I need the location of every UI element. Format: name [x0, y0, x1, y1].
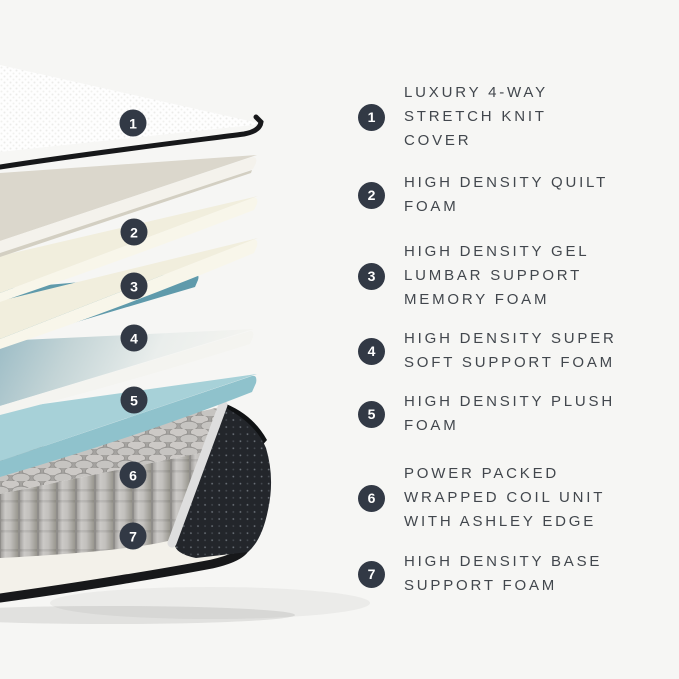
- plush-foam-front-face: [0, 375, 257, 477]
- legend-label-2: HIGH DENSITY QUILT FOAM: [404, 171, 608, 219]
- legend-badge-number: 1: [367, 109, 376, 125]
- legend-item-3: 3 HIGH DENSITY GEL LUMBAR SUPPORT MEMORY…: [358, 240, 671, 312]
- legend-item-4: 4 HIGH DENSITY SUPER SOFT SUPPORT FOAM: [358, 327, 671, 375]
- layer-badge-5: 5: [120, 386, 148, 414]
- legend-badge-number: 5: [367, 406, 376, 422]
- quilt-foam-greige-top: [0, 155, 257, 241]
- quilt-foam-greige-front: [0, 157, 257, 253]
- layer-badge-7: 7: [119, 522, 147, 550]
- legend-label-line: SUPPORT FOAM: [404, 577, 558, 594]
- legend-label-3: HIGH DENSITY GEL LUMBAR SUPPORT MEMORY F…: [404, 240, 589, 312]
- layer-badge-number: 5: [130, 392, 138, 408]
- layer-badge-number: 2: [130, 224, 138, 240]
- layer-badge-3: 3: [120, 272, 148, 300]
- ashley-edge-panel: [174, 408, 272, 558]
- quilt-foam-greige-underside: [0, 170, 252, 257]
- legend-label-line: WITH ASHLEY EDGE: [404, 513, 597, 530]
- legend-label-5: HIGH DENSITY PLUSH FOAM: [404, 390, 615, 438]
- plush-foam-top-face: [0, 374, 257, 461]
- legend-badge-4: 4: [358, 337, 385, 365]
- legend-item-7: 7 HIGH DENSITY BASE SUPPORT FOAM: [358, 550, 671, 598]
- legend-label-line: HIGH DENSITY BASE: [404, 553, 603, 570]
- legend-label-line: STRETCH KNIT: [404, 108, 547, 125]
- layer-badge-6: 6: [119, 461, 147, 489]
- legend-label-line: FOAM: [404, 417, 459, 434]
- coil-unit-top-face: [0, 406, 225, 494]
- legend-label-1: LUXURY 4-WAY STRETCH KNIT COVER: [404, 81, 548, 153]
- legend-badge-2: 2: [358, 181, 385, 209]
- soft-support-foam-top-face: [0, 329, 254, 406]
- legend-badge-7: 7: [358, 560, 385, 588]
- legend-item-5: 5 HIGH DENSITY PLUSH FOAM: [358, 390, 671, 438]
- coil-unit-front-face: [0, 452, 205, 558]
- ground-shadow: [50, 587, 370, 619]
- legend-label-7: HIGH DENSITY BASE SUPPORT FOAM: [404, 550, 602, 598]
- legend-badge-number: 2: [367, 187, 376, 203]
- base-piping: [0, 541, 251, 603]
- legend-badge-1: 1: [358, 103, 385, 131]
- layer-badge-number: 4: [130, 330, 138, 346]
- quilt-foam-sheet-upper-front: [0, 197, 258, 302]
- legend-badge-3: 3: [358, 262, 385, 290]
- layer-badge-2: 2: [120, 218, 148, 246]
- layer-badge-number: 7: [129, 528, 137, 544]
- legend-item-6: 6 POWER PACKED WRAPPED COIL UNIT WITH AS…: [358, 462, 671, 534]
- legend-label-line: FOAM: [404, 198, 459, 215]
- legend-label-line: POWER PACKED: [404, 465, 560, 482]
- legend-badge-6: 6: [358, 484, 385, 512]
- legend-badge-number: 7: [367, 566, 376, 582]
- legend-badge-number: 3: [367, 268, 376, 284]
- layer-badge-1: 1: [119, 109, 147, 137]
- legend-label-line: WRAPPED COIL UNIT: [404, 489, 606, 506]
- legend-label-6: POWER PACKED WRAPPED COIL UNIT WITH ASHL…: [404, 462, 605, 534]
- legend-label-line: MEMORY FOAM: [404, 291, 550, 308]
- ground-shadow: [0, 606, 295, 624]
- knit-cover-top-face: [0, 65, 263, 152]
- ashley-edge-trim: [167, 400, 228, 548]
- legend-label-4: HIGH DENSITY SUPER SOFT SUPPORT FOAM: [404, 327, 617, 375]
- legend-label-line: HIGH DENSITY PLUSH: [404, 393, 615, 410]
- knit-cover-piping: [0, 114, 264, 170]
- legend-item-1: 1 LUXURY 4-WAY STRETCH KNIT COVER: [358, 81, 671, 153]
- legend-label-line: COVER: [404, 132, 472, 149]
- soft-support-foam-front-face: [0, 331, 254, 415]
- legend-label-line: LUXURY 4-WAY: [404, 84, 548, 101]
- knit-cover-front-face: [0, 124, 263, 165]
- legend-badge-number: 4: [367, 343, 376, 359]
- legend-label-line: HIGH DENSITY GEL: [404, 243, 590, 260]
- legend-label-line: HIGH DENSITY SUPER: [404, 330, 617, 347]
- legend-label-line: SOFT SUPPORT FOAM: [404, 354, 615, 371]
- legend-item-2: 2 HIGH DENSITY QUILT FOAM: [358, 171, 671, 219]
- legend-badge-number: 6: [367, 490, 376, 506]
- legend-label-line: HIGH DENSITY QUILT: [404, 174, 609, 191]
- layer-badge-number: 1: [129, 115, 137, 131]
- legend-badge-5: 5: [358, 400, 385, 428]
- layer-badge-number: 6: [129, 467, 137, 483]
- legend-label-line: LUMBAR SUPPORT: [404, 267, 583, 284]
- layer-badge-number: 3: [130, 278, 138, 294]
- layer-badge-4: 4: [120, 324, 148, 352]
